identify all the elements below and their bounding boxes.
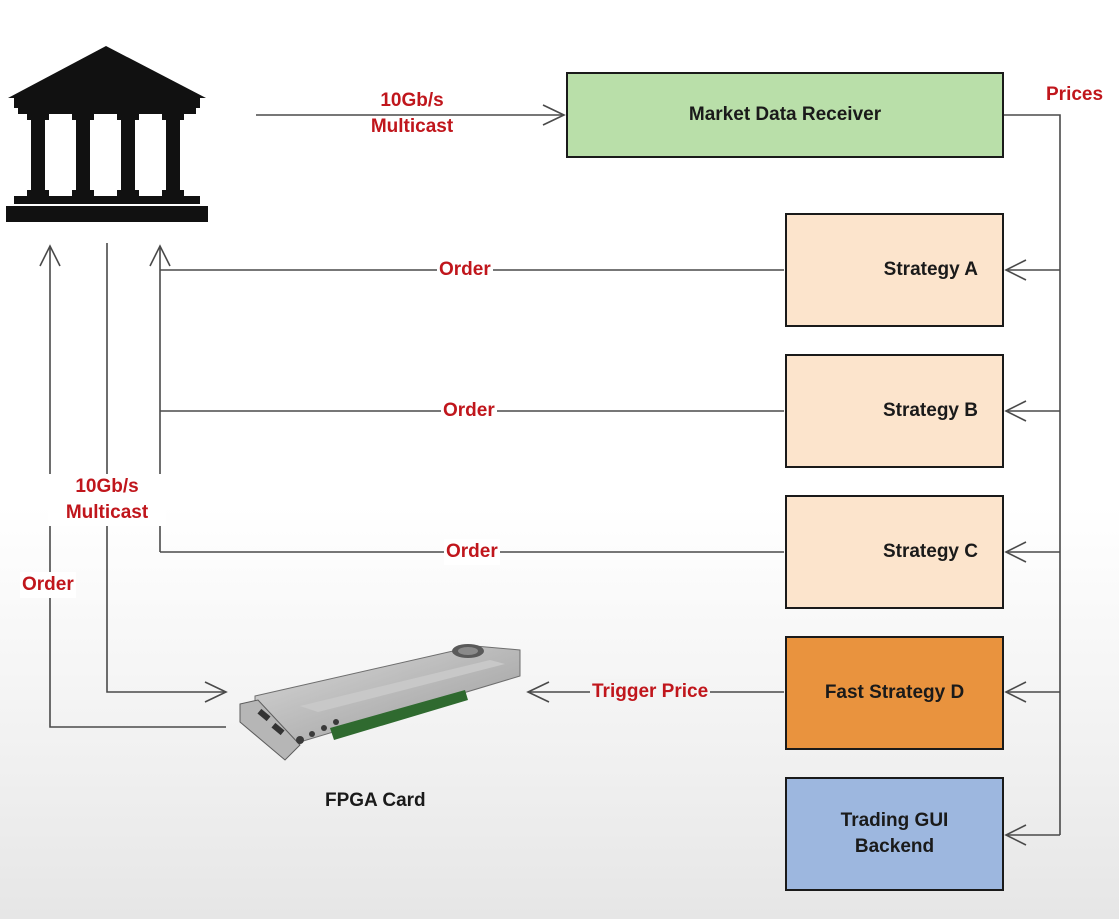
order-a-label: Order bbox=[437, 257, 493, 283]
strategy-c-label: Strategy C bbox=[882, 541, 978, 562]
bank-building-icon bbox=[6, 46, 208, 222]
fast-strategy-d-box: Fast Strategy D bbox=[785, 636, 1004, 750]
prices-bus-line bbox=[1004, 114, 1061, 835]
market-data-receiver-label: Market Data Receiver bbox=[688, 104, 882, 125]
multicast-left-label-line1: 10Gb/s bbox=[75, 476, 139, 497]
fpga-card-caption: FPGA Card bbox=[325, 790, 426, 811]
trading-gui-backend-label-line1: Trading GUI bbox=[840, 810, 949, 831]
trading-gui-backend-box: Trading GUI Backend bbox=[785, 777, 1004, 891]
order-b-label: Order bbox=[441, 398, 497, 424]
arrowhead bbox=[149, 244, 171, 267]
strategy-a-label: Strategy A bbox=[883, 259, 978, 280]
order-left-label: Order bbox=[20, 572, 76, 598]
arrowhead bbox=[1004, 824, 1027, 846]
fpga-card-icon bbox=[239, 644, 521, 761]
arrowhead bbox=[1004, 400, 1027, 422]
multicast-top-label-line1: 10Gb/s bbox=[380, 90, 444, 111]
trigger-price-label: Trigger Price bbox=[590, 679, 711, 705]
arrowhead bbox=[542, 104, 566, 126]
arrowhead bbox=[39, 244, 61, 267]
fast-strategy-d-label: Fast Strategy D bbox=[824, 682, 965, 703]
prices-label: Prices bbox=[1046, 84, 1104, 105]
multicast-top-label-line2: Multicast bbox=[370, 116, 454, 137]
strategy-a-box: Strategy A bbox=[785, 213, 1004, 327]
multicast-left-label-line2: Multicast bbox=[65, 502, 149, 523]
trading-gui-backend-label-line2: Backend bbox=[854, 836, 935, 857]
arrowhead bbox=[526, 681, 550, 703]
arrowhead bbox=[1004, 541, 1027, 563]
arrowhead bbox=[1004, 681, 1027, 703]
strategy-b-box: Strategy B bbox=[785, 354, 1004, 468]
order-c-label: Order bbox=[444, 539, 500, 565]
market-data-receiver-box: Market Data Receiver bbox=[566, 72, 1004, 158]
multicast-top-label: 10Gb/s Multicast bbox=[352, 88, 472, 140]
arrowhead bbox=[1004, 259, 1027, 281]
strategy-c-box: Strategy C bbox=[785, 495, 1004, 609]
arrowhead bbox=[204, 681, 228, 703]
order-left-line bbox=[49, 246, 226, 728]
strategy-b-label: Strategy B bbox=[882, 400, 978, 421]
multicast-left-line bbox=[106, 243, 226, 693]
multicast-left-label: 10Gb/s Multicast bbox=[48, 474, 166, 526]
